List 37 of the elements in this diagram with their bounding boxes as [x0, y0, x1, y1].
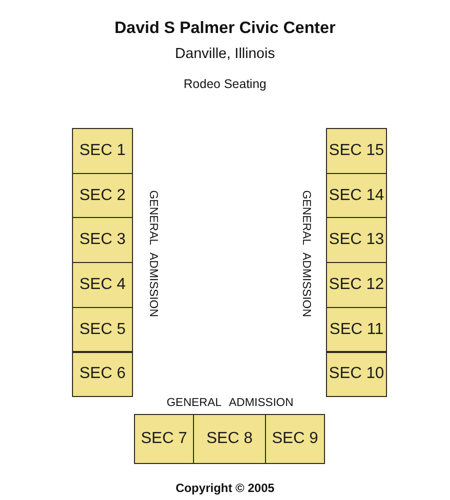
section-label: SEC 5 [79, 320, 126, 339]
subtitle-text: Rodeo Seating [184, 77, 266, 92]
seating-section [265, 414, 325, 464]
seating-section [193, 414, 266, 464]
section-label: SEC 9 [272, 430, 318, 448]
seating-section [134, 414, 194, 464]
seating-section [326, 262, 387, 308]
section-label: SEC 6 [79, 365, 126, 384]
area-label: GENERAL ADMISSION [298, 190, 312, 318]
section-label: SEC 1 [79, 142, 126, 160]
seating-section [72, 262, 133, 308]
area-label: GENERAL ADMISSION [146, 190, 159, 318]
section-label: SEC 13 [328, 231, 384, 250]
section-label: SEC 12 [328, 276, 384, 294]
section-label: SEC 4 [79, 276, 126, 294]
section-label: SEC 7 [140, 430, 188, 448]
section-label: SEC 3 [79, 231, 126, 250]
section-label: SEC 8 [206, 430, 253, 448]
venue-title: David S Palmer Civic Center [113, 19, 336, 38]
seating-section [326, 128, 387, 174]
seating-section [326, 306, 387, 352]
section-label: SEC 2 [79, 186, 126, 205]
seating-section [326, 352, 387, 398]
seating-section [72, 128, 133, 174]
section-label: SEC 10 [328, 365, 384, 384]
seating-section [72, 172, 133, 218]
location-text: Danville, Illinois [175, 46, 275, 63]
seating-section [72, 352, 133, 398]
section-label: SEC 14 [328, 186, 384, 205]
seating-section [326, 172, 387, 218]
copyright-text: Copyright © 2005 [176, 482, 274, 496]
seating-section [72, 306, 133, 352]
section-label: SEC 11 [330, 320, 384, 339]
seating-section [72, 217, 133, 264]
section-label: SEC 15 [328, 142, 384, 160]
area-label: GENERAL ADMISSION [166, 397, 294, 410]
seating-section [326, 217, 387, 264]
